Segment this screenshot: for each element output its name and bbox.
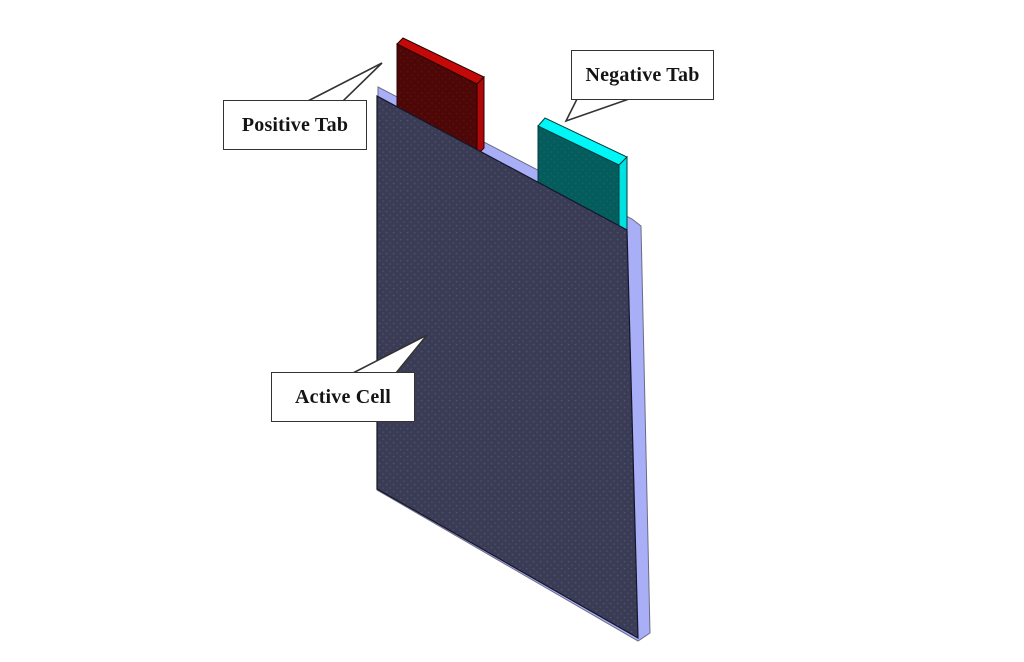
positive-tab-label-text: Positive Tab: [241, 113, 349, 136]
active-cell-face: [376, 94, 639, 640]
positive-tab-label: Positive Tab: [223, 100, 367, 150]
positive-tab-side-face: [476, 75, 485, 157]
negative-tab: [537, 117, 628, 239]
negative-tab-side-face: [618, 155, 628, 239]
negative-tab-label: Negative Tab: [571, 50, 714, 100]
positive-tab-pointer: [305, 62, 383, 103]
active-cell-label: Active Cell: [271, 372, 415, 422]
negative-tab-label-text: Negative Tab: [585, 63, 700, 86]
active-cell-label-text: Active Cell: [294, 385, 392, 408]
negative-tab-pointer: [564, 98, 630, 123]
